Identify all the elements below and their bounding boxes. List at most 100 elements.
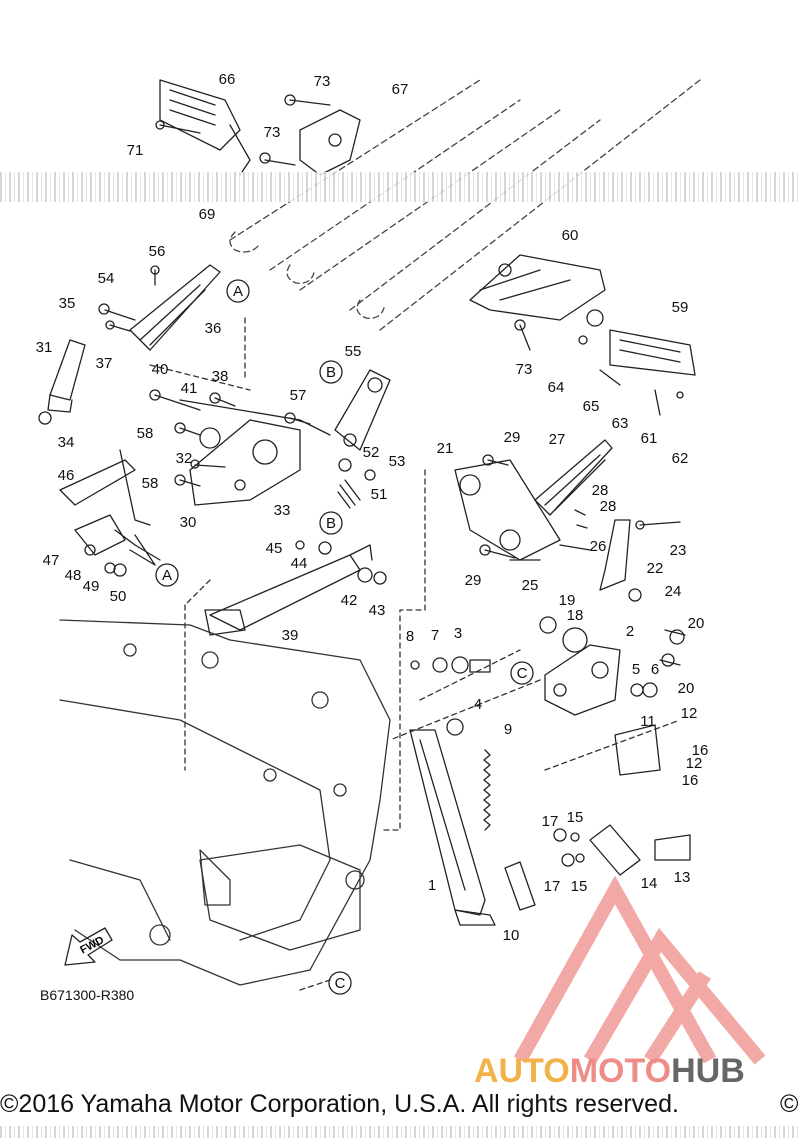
callout-33: 33 [274,502,291,519]
callout-28a: 28 [592,482,609,499]
rear-bracket-60 [469,254,606,327]
callout-9: 9 [504,721,512,738]
bracket-67 [299,109,361,176]
callout-11: 11 [640,713,656,730]
callout-8: 8 [406,628,414,645]
callout-34: 34 [58,434,75,451]
callout-30: 30 [180,514,197,531]
callout-5: 5 [632,661,640,678]
fwd-arrow-icon [64,927,113,966]
callout-45: 45 [266,540,283,557]
callout-48: 48 [65,567,82,584]
callout-58a: 58 [137,425,154,442]
sidestand-bracket-2 [544,644,621,716]
callout-numbers: 1 2 3 4 5 6 7 8 9 10 11 12 12 13 14 15 1… [36,71,709,944]
callout-16b: 16 [682,772,699,789]
callout-15a: 15 [567,809,584,826]
callout-37: 37 [96,355,113,372]
callout-12a: 12 [681,705,698,722]
callout-71: 71 [127,142,144,159]
watermark-hub: HUB [671,1052,745,1090]
callout-40: 40 [152,361,169,378]
callout-62: 62 [672,450,689,467]
callout-36: 36 [205,320,222,337]
callout-53: 53 [389,453,406,470]
switch-14 [589,824,641,876]
callout-2: 2 [626,623,634,640]
callout-27: 27 [549,431,566,448]
callout-13: 13 [674,869,691,886]
callout-67: 67 [392,81,409,98]
callout-4: 4 [474,696,482,713]
callout-12b: 12 [686,755,703,772]
callout-38: 38 [212,368,229,385]
callout-58b: 58 [142,475,159,492]
callout-43: 43 [369,602,386,619]
callout-20a: 20 [688,615,705,632]
callout-21: 21 [437,440,454,457]
callout-44: 44 [291,555,308,572]
right-bracket-27 [534,439,613,516]
callout-46: 46 [58,467,75,484]
main-frame [59,619,391,986]
callout-65: 65 [583,398,600,415]
callout-17a: 17 [542,813,559,830]
callout-25: 25 [522,577,539,594]
callout-56: 56 [149,243,166,260]
callout-20b: 20 [678,680,695,697]
callout-6: 6 [651,661,659,678]
bolts [38,94,686,867]
rider-footrest-66 [159,79,251,176]
ref-a-2: A [162,567,172,584]
reference-letter-labels: A B A B C C [162,283,528,992]
ref-b-1: B [326,364,336,381]
callout-22: 22 [647,560,664,577]
frame-rails-ghost [229,79,701,331]
watermark-auto: AUTO [474,1052,570,1090]
callout-24: 24 [665,583,682,600]
ref-c-2: C [335,975,346,992]
callout-19: 19 [559,592,576,609]
callout-64: 64 [548,379,565,396]
callout-3: 3 [454,625,462,642]
copyright-text: ©2016 Yamaha Motor Corporation, U.S.A. A… [0,1090,679,1118]
link-55 [334,369,391,451]
watermark-text: AUTOMOTOHUB [474,1052,745,1091]
diagram-code: B671300-R380 [40,987,135,1003]
callout-59: 59 [672,299,689,316]
rear-footpeg-59 [609,329,696,376]
callout-66: 66 [219,71,236,88]
copyright-footer: ©2016 Yamaha Motor Corporation, U.S.A. A… [0,1090,800,1119]
callout-32: 32 [176,450,193,467]
callout-39: 39 [282,627,299,644]
callout-18: 18 [567,607,584,624]
watermark-moto: MOTO [569,1052,672,1090]
shift-plate-30 [179,399,331,506]
callout-60: 60 [562,227,579,244]
callout-28b: 28 [600,498,617,515]
callout-51: 51 [371,486,388,503]
callout-73b: 73 [264,124,281,141]
callout-26: 26 [590,538,607,555]
scan-artifact-band [0,172,800,202]
footrest-bracket-36 [129,264,221,351]
callout-41: 41 [181,380,198,397]
callout-17b: 17 [544,878,561,895]
watermark-logo [513,875,766,1065]
shift-pedal-39 [204,544,373,636]
callout-69: 69 [199,206,216,223]
callout-29a: 29 [504,429,521,446]
ref-a-1: A [233,283,243,300]
ref-b-2: B [326,515,336,532]
ref-c-1: C [517,665,528,682]
callout-31: 31 [36,339,53,356]
callout-1: 1 [428,877,436,894]
bracket-21 [454,459,561,561]
callout-35: 35 [59,295,76,312]
footpeg-31 [47,339,86,413]
leader-lines [149,317,681,991]
bracket-11 [614,724,661,776]
reference-circles [155,279,534,995]
brake-lever-46 [59,449,151,526]
callout-7: 7 [431,627,439,644]
